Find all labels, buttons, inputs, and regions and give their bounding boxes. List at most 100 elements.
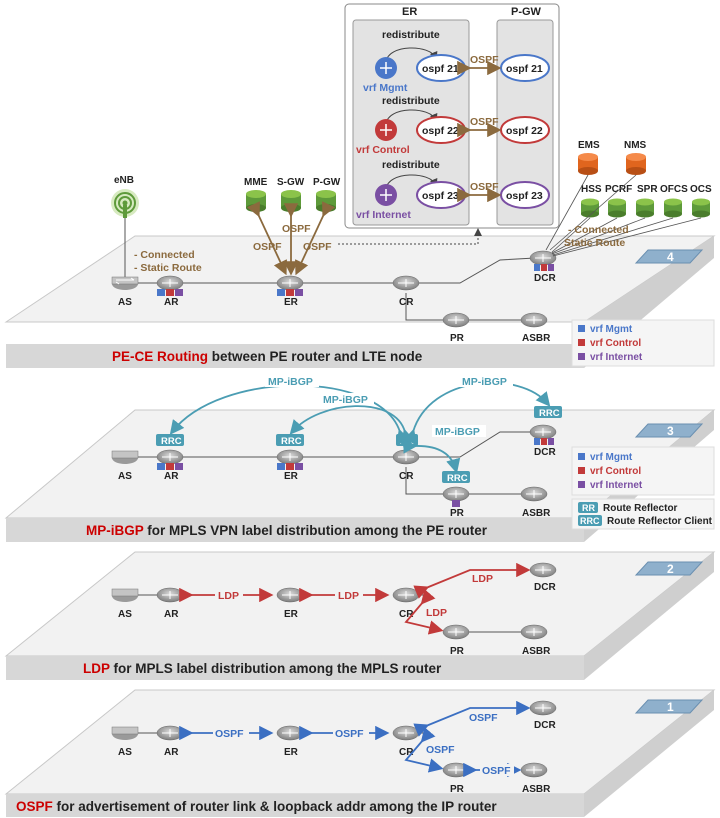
label-ar-3: AR (164, 471, 179, 482)
layer-2-title: LDP for MPLS label distribution among th… (83, 661, 442, 676)
layer-4-pe-ce: PE-CE Routing between PE router and LTE … (4, 140, 716, 368)
vrf-tags-dcr-4 (534, 264, 554, 271)
inset-ospf-1: OSPF (470, 54, 499, 66)
layer-4-number: 4 (667, 250, 674, 264)
router-ar-1[interactable] (156, 725, 184, 741)
switch-as-4[interactable] (111, 276, 139, 290)
server-mme-icon[interactable] (246, 190, 266, 212)
router-er-1[interactable] (276, 725, 304, 741)
label-pr-1: PR (450, 784, 465, 795)
er-ospf-23: ospf 23 (422, 190, 459, 202)
svg-text:RRC: RRC (539, 408, 560, 419)
inset-panel: ER P-GW redistribute vrf Mgmt ospf 21 os… (344, 3, 560, 229)
pgw-ospf-21: ospf 21 (506, 63, 543, 75)
layer-1-badge (634, 699, 704, 714)
svg-text:RRC: RRC (580, 516, 600, 526)
svg-text:RR: RR (582, 503, 595, 513)
label-ems: EMS (578, 140, 600, 151)
ldp-label-er-cr: LDP (338, 590, 359, 602)
server-nms-icon[interactable] (626, 153, 646, 175)
label-mme: MME (244, 177, 268, 188)
dc-links (545, 174, 702, 257)
label-er-4: ER (284, 297, 299, 308)
router-asbr-3[interactable] (520, 486, 548, 502)
vrf-tags-er-4 (277, 289, 303, 296)
router-ar-2[interactable] (156, 587, 184, 603)
layer-3-number: 3 (667, 424, 674, 438)
server-pcrf-icon[interactable] (608, 198, 626, 218)
legend-rr: RR Route Reflector RRC Route Reflector C… (571, 498, 715, 530)
svg-text:RRC: RRC (281, 436, 302, 447)
ospf-arrows-gateways (246, 201, 336, 276)
layer-1-title-bar (6, 794, 584, 817)
layer-3-badge (634, 423, 704, 438)
router-er-4[interactable] (276, 275, 304, 291)
switch-as-3[interactable] (111, 450, 139, 464)
label-pr-3: PR (450, 508, 465, 519)
server-ofcs-icon[interactable] (664, 198, 682, 218)
router-asbr-1[interactable] (520, 762, 548, 778)
router-dcr-3[interactable] (529, 424, 557, 440)
layer-1-number: 1 (667, 700, 674, 714)
router-pr-3[interactable] (442, 486, 470, 502)
layer-4-badge (634, 249, 704, 264)
redistribute-label-3: redistribute (382, 159, 440, 171)
bgp-label-pr: MP-iBGP (435, 426, 480, 438)
label-ar-2: AR (164, 609, 179, 620)
bgp-label-ar: MP-iBGP (268, 376, 313, 388)
server-pgw-icon[interactable] (316, 190, 336, 212)
router-dcr-1[interactable] (529, 700, 557, 716)
router-asbr-4[interactable] (520, 312, 548, 328)
enb-antenna-icon[interactable] (111, 189, 139, 218)
zoom-link-to-inset (338, 228, 482, 245)
router-dcr-2[interactable] (529, 562, 557, 578)
redistribute-label-2: redistribute (382, 95, 440, 107)
ospf-label-pr-asbr: OSPF (482, 765, 511, 777)
router-er-2[interactable] (276, 587, 304, 603)
legend-vrf-internet: vrf Internet (590, 352, 643, 363)
router-ar-3[interactable] (156, 449, 184, 465)
label-er-2: ER (284, 609, 299, 620)
router-asbr-2[interactable] (520, 624, 548, 640)
server-ems-icon[interactable] (578, 153, 598, 175)
svg-text:RRC: RRC (447, 473, 468, 484)
svg-text:Route Reflector Client: Route Reflector Client (607, 516, 713, 527)
label-pcrf: PCRF (605, 184, 632, 195)
router-er-3[interactable] (276, 449, 304, 465)
label-as-3: AS (118, 471, 132, 482)
legend-vrf-3: vrf Mgmt vrf Control vrf Internet (571, 446, 715, 496)
label-ar-1: AR (164, 747, 179, 758)
layer-2-title-bar (6, 656, 584, 680)
router-cr-1[interactable] (392, 725, 420, 741)
router-ar-4[interactable] (156, 275, 184, 291)
rrc-tag-er: RRC (276, 434, 304, 447)
switch-as-2[interactable] (111, 588, 139, 602)
vrf-control-label: vrf Control (356, 144, 410, 156)
router-pr-2[interactable] (442, 624, 470, 640)
server-spr-icon[interactable] (636, 198, 654, 218)
router-pr-4[interactable] (442, 312, 470, 328)
server-ocs-icon[interactable] (692, 198, 710, 218)
label-pgw: P-GW (313, 177, 341, 188)
router-cr-3[interactable] (392, 449, 420, 465)
inset-ospf-2: OSPF (470, 116, 499, 128)
label-asbr-1: ASBR (522, 784, 551, 795)
server-sgw-icon[interactable] (281, 190, 301, 212)
pgw-ospf-23: ospf 23 (506, 190, 543, 202)
svg-text:vrf Mgmt: vrf Mgmt (590, 452, 633, 463)
label-pr-2: PR (450, 646, 465, 657)
router-pr-1[interactable] (442, 762, 470, 778)
label-cr-4: CR (399, 297, 414, 308)
label-spr: SPR (637, 184, 658, 195)
layer-3-mp-ibgp: MP-iBGP for MPLS VPN label distribution … (4, 375, 716, 542)
ldp-label-pr: LDP (426, 607, 447, 619)
router-cr-4[interactable] (392, 275, 420, 291)
ospf-label-pgw: OSPF (303, 241, 332, 253)
pgw-ospf-22: ospf 22 (506, 125, 543, 137)
layer-1-title: OSPF for advertisement of router link & … (16, 799, 497, 814)
switch-as-1[interactable] (111, 726, 139, 740)
ospf-label-ar-er: OSPF (215, 728, 244, 740)
router-cr-2[interactable] (392, 587, 420, 603)
label-as-1: AS (118, 747, 132, 758)
